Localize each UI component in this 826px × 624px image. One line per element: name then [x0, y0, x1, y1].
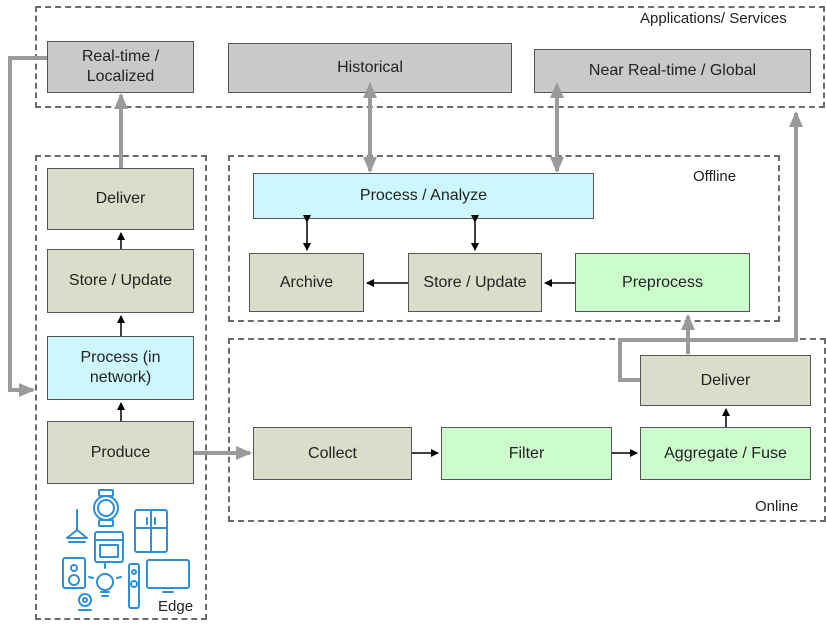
process-analyze-box: Process / Analyze: [253, 173, 594, 219]
archive-box: Archive: [249, 253, 364, 312]
offline-store-update-box: Store / Update: [408, 253, 542, 312]
tv-icon: [146, 559, 190, 593]
edge-store-update-box: Store / Update: [47, 249, 194, 313]
online-region: [228, 338, 826, 522]
webcam-icon: [78, 593, 92, 611]
bulb-icon: [88, 563, 122, 597]
oven-icon: [94, 531, 124, 563]
offline-region-label: Offline: [693, 168, 737, 185]
edge-produce-box: Produce: [47, 421, 194, 484]
edge-process-in-network-box: Process (in network): [47, 336, 194, 400]
collect-box: Collect: [253, 427, 412, 480]
filter-box: Filter: [441, 427, 612, 480]
edge-deliver-box: Deliver: [47, 168, 194, 230]
edge-region-label: Edge: [158, 598, 194, 615]
edge-devices-illustration: [62, 489, 190, 611]
realtime-localized-box: Real-time / Localized: [47, 41, 194, 93]
near-realtime-global-box: Near Real-time / Global: [534, 49, 811, 93]
aggregate-fuse-box: Aggregate / Fuse: [640, 427, 811, 480]
watch-icon: [93, 489, 119, 527]
preprocess-box: Preprocess: [575, 253, 750, 312]
lamp-icon: [66, 509, 88, 543]
online-deliver-box: Deliver: [640, 355, 811, 406]
speaker-icon: [62, 557, 86, 589]
online-region-label: Online: [755, 498, 799, 515]
historical-box: Historical: [228, 43, 512, 93]
fridge-icon: [134, 509, 168, 553]
tower-speaker-icon: [128, 563, 140, 609]
applications-region-label: Applications/ Services: [640, 10, 787, 27]
